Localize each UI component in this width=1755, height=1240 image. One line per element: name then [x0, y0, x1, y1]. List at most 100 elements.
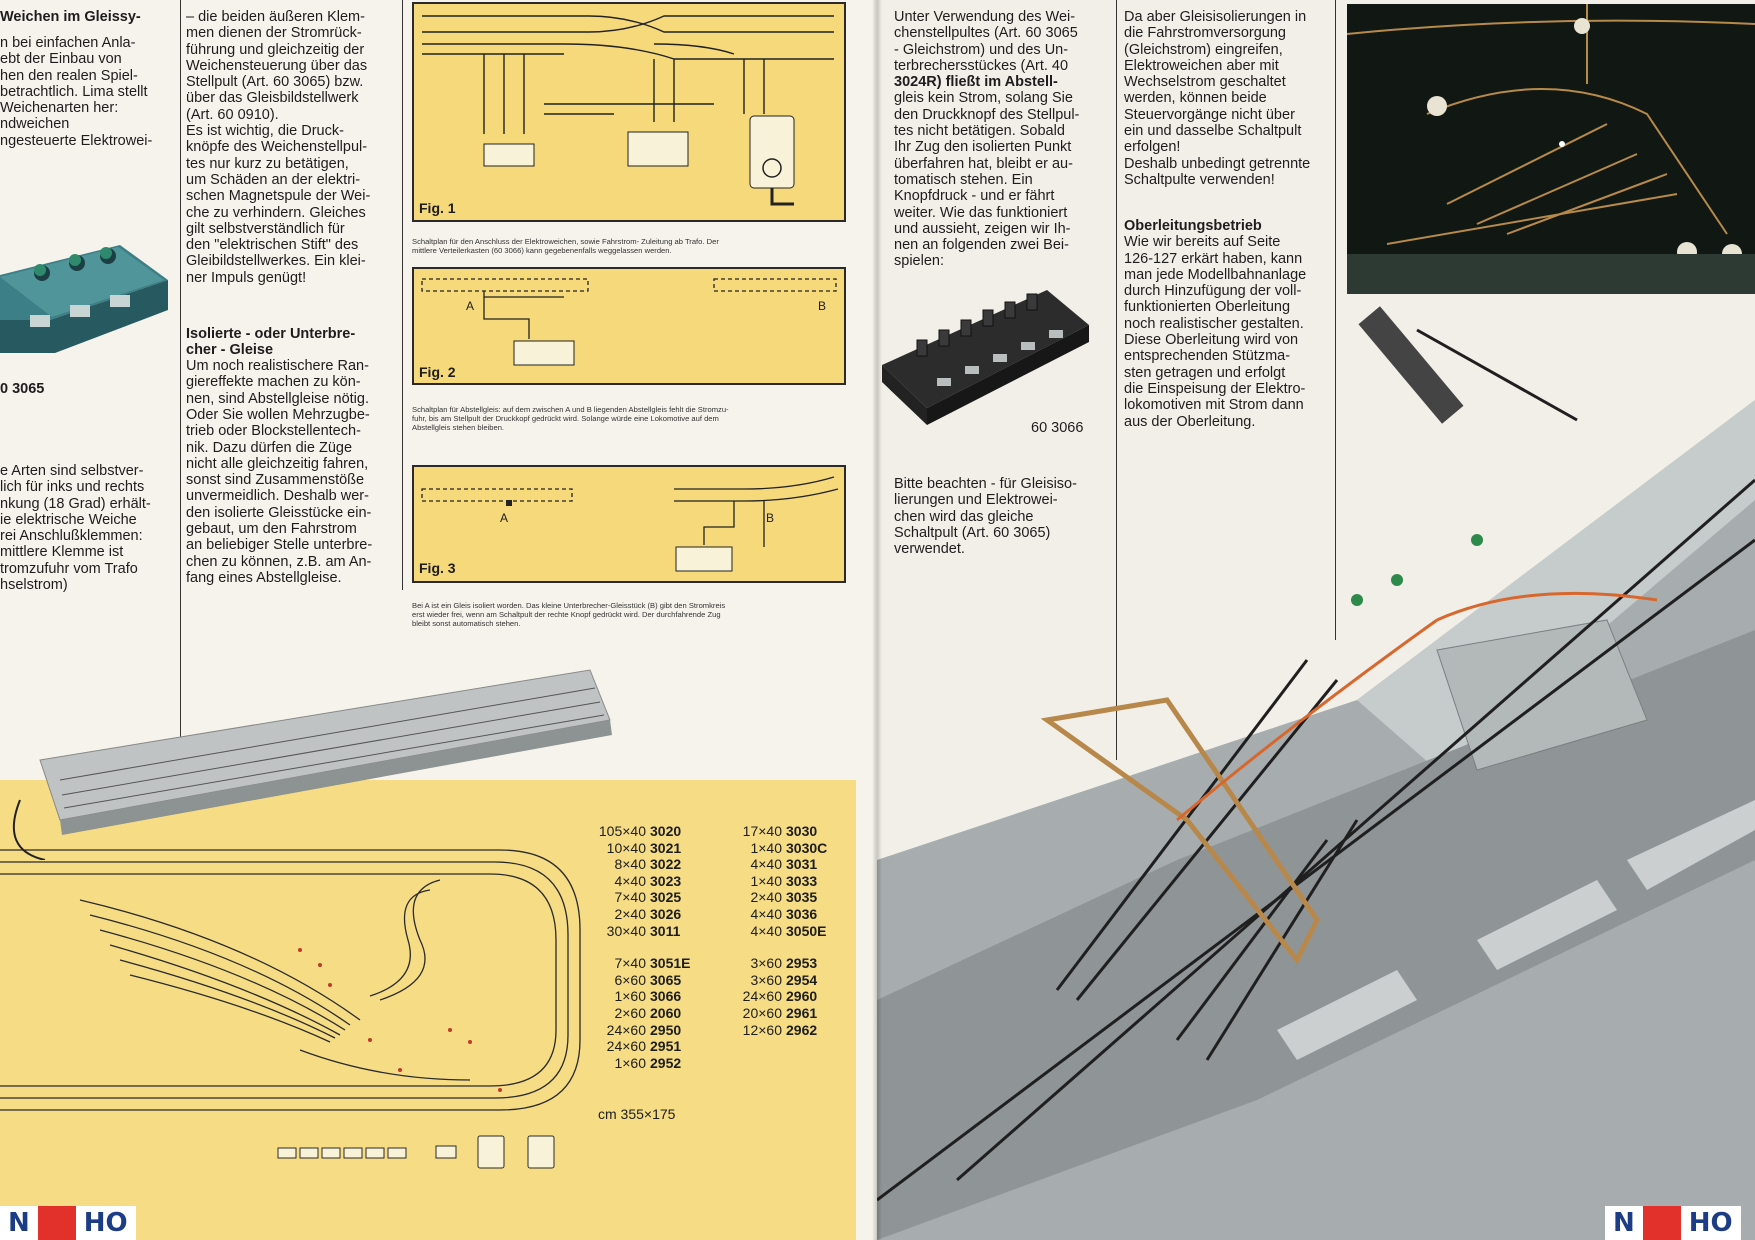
- article: 3011: [650, 922, 681, 939]
- col2-line: die Einspeisung der Elektro-: [1124, 380, 1306, 397]
- qty: 10×40: [606, 839, 646, 856]
- qty: 12×60: [742, 1021, 782, 1038]
- col1-line: gleis kein Strom, solang Sie: [894, 90, 1073, 107]
- col1-line: Knopfdruck - und er fährt: [894, 188, 1055, 205]
- fig2-caption: Schaltplan für Abstellgleis: auf dem zwi…: [412, 405, 862, 432]
- col1-line: hselstrom): [0, 577, 68, 594]
- qty: 30×40: [606, 922, 646, 939]
- col2-line: führung und gleichzeitig der: [186, 41, 365, 58]
- col2-line: Elektroweichen aber mit: [1124, 57, 1279, 74]
- col2-line: durch Hinzufügung der voll-: [1124, 283, 1302, 300]
- control-panel-photo: [0, 225, 172, 365]
- page-gutter: [872, 0, 882, 1240]
- article: 2962: [786, 1021, 818, 1038]
- col1-line: überfahren hat, bleibt er au-: [894, 155, 1073, 172]
- col2-line: fang eines Abstellgleise.: [186, 569, 342, 586]
- col2-line: Gleibildstellwerkes. Ein klei-: [186, 253, 366, 270]
- col1-line: tes nicht betätigen. Sobald: [894, 123, 1065, 140]
- qty: 24×60: [742, 988, 782, 1005]
- caption-line: Bei A ist ein Gleis isoliert worden. Das…: [412, 601, 726, 610]
- logo-ho: HO: [75, 1206, 136, 1240]
- col2-line: man jede Modellbahnanlage: [1124, 266, 1307, 283]
- col1-line: ndweichen: [0, 116, 70, 133]
- qty: 24×60: [606, 1038, 646, 1055]
- table-spacer: [580, 939, 690, 955]
- fig2-label: Fig. 2: [419, 364, 456, 380]
- article: 3031: [786, 856, 818, 873]
- caption-line: bleibt sonst automatisch stehen.: [412, 619, 521, 628]
- fig3-caption: Bei A ist ein Gleis isoliert worden. Das…: [412, 601, 862, 628]
- article: 3022: [650, 856, 682, 873]
- fig2-point-a: A: [466, 299, 475, 313]
- col2-line: Es ist wichtig, die Druck-: [186, 123, 344, 140]
- col1-line: nkung (18 Grad) erhält-: [0, 495, 151, 512]
- col2-line: chen zu können, z.B. am An-: [186, 553, 372, 570]
- col2-line: lokomotiven mit Strom dann: [1124, 397, 1304, 414]
- distributor-photo: [877, 280, 1092, 430]
- article: 3033: [786, 872, 818, 889]
- col1-line: 3024R) fließt im Abstell-: [894, 74, 1058, 91]
- col2-line: sonst sind Zusammenstöße: [186, 472, 365, 489]
- article: 3021: [650, 839, 682, 856]
- col2-line: men dienen der Stromrück-: [186, 25, 362, 42]
- left-page: Weichen im Gleissy- n bei einfachen Anla…: [0, 0, 877, 1240]
- left-col1-top: Weichen im Gleissy- n bei einfachen Anla…: [0, 9, 170, 149]
- col1-line: n bei einfachen Anla-: [0, 35, 136, 51]
- col1-line: ebt der Einbau von: [0, 51, 122, 68]
- article: 3026: [650, 905, 682, 922]
- col1-line: mittlere Klemme ist: [0, 544, 124, 561]
- col1-line: chen wird das gleiche: [894, 508, 1034, 525]
- col1-line: Bitte beachten - für Gleisiso-: [894, 476, 1077, 492]
- qty: 4×40: [750, 856, 782, 873]
- column-rule: [1116, 0, 1117, 760]
- fig3-point-a: A: [500, 511, 509, 525]
- col2-line: funktionierten Oberleitung: [1124, 299, 1291, 316]
- qty: 8×40: [614, 856, 646, 873]
- col1-line: den Druckknopf des Stellpul-: [894, 106, 1080, 123]
- col2-line: 126-127 erkärt haben, kann: [1124, 250, 1303, 267]
- col2-line: die Fahrstromversorgung: [1124, 25, 1286, 42]
- col2-line: – die beiden äußeren Klem-: [186, 9, 365, 25]
- col2-line: schen Magnetspule der Wei-: [186, 188, 371, 205]
- article: 2951: [650, 1038, 682, 1055]
- col1-line: e Arten sind selbstver-: [0, 463, 144, 479]
- qty: 3×60: [750, 955, 782, 972]
- col1-line: Ihr Zug den isolierten Punkt: [894, 139, 1072, 156]
- col1-line: Unter Verwendung des Wei-: [894, 9, 1076, 25]
- qty: 24×60: [606, 1021, 646, 1038]
- col2-line: Wechselstrom geschaltet: [1124, 74, 1286, 91]
- figure-2: A B Fig. 2: [412, 267, 846, 385]
- scale-logo: N HO: [0, 1206, 136, 1240]
- column-rule: [402, 0, 403, 590]
- col2-line: nik. Dazu dürfen die Züge: [186, 439, 353, 456]
- layout-model-photo: [0, 660, 620, 860]
- qty: 1×40: [750, 839, 782, 856]
- qty: 6×60: [614, 971, 646, 988]
- col2-line: (Gleichstrom) eingreifen,: [1124, 41, 1283, 58]
- logo-n: N: [1605, 1206, 1643, 1240]
- caption-line: Abstellgleis stehen bleiben.: [412, 423, 505, 432]
- col1-line: und aussieht, zeigen wir Ih-: [894, 220, 1071, 237]
- qty: 105×40: [598, 823, 646, 839]
- qty: 7×40: [614, 955, 646, 972]
- article: 3050E: [786, 922, 827, 939]
- col2-line: werden, können beide: [1124, 90, 1267, 107]
- col2-line: trieb oder Blockstellentech-: [186, 423, 361, 440]
- scale-logo: N HO: [1605, 1206, 1741, 1240]
- col1-line: lierungen und Elektrowei-: [894, 492, 1058, 509]
- figure-1: Fig. 1: [412, 2, 846, 222]
- col2-line: Deshalb unbedingt getrennte: [1124, 155, 1311, 172]
- col1-line: rei Anschlußklemmen:: [0, 528, 143, 545]
- col2-line: noch realistischer gestalten.: [1124, 315, 1304, 332]
- col1-heading: Weichen im Gleissy-: [0, 9, 141, 25]
- fig2-point-b: B: [818, 299, 827, 313]
